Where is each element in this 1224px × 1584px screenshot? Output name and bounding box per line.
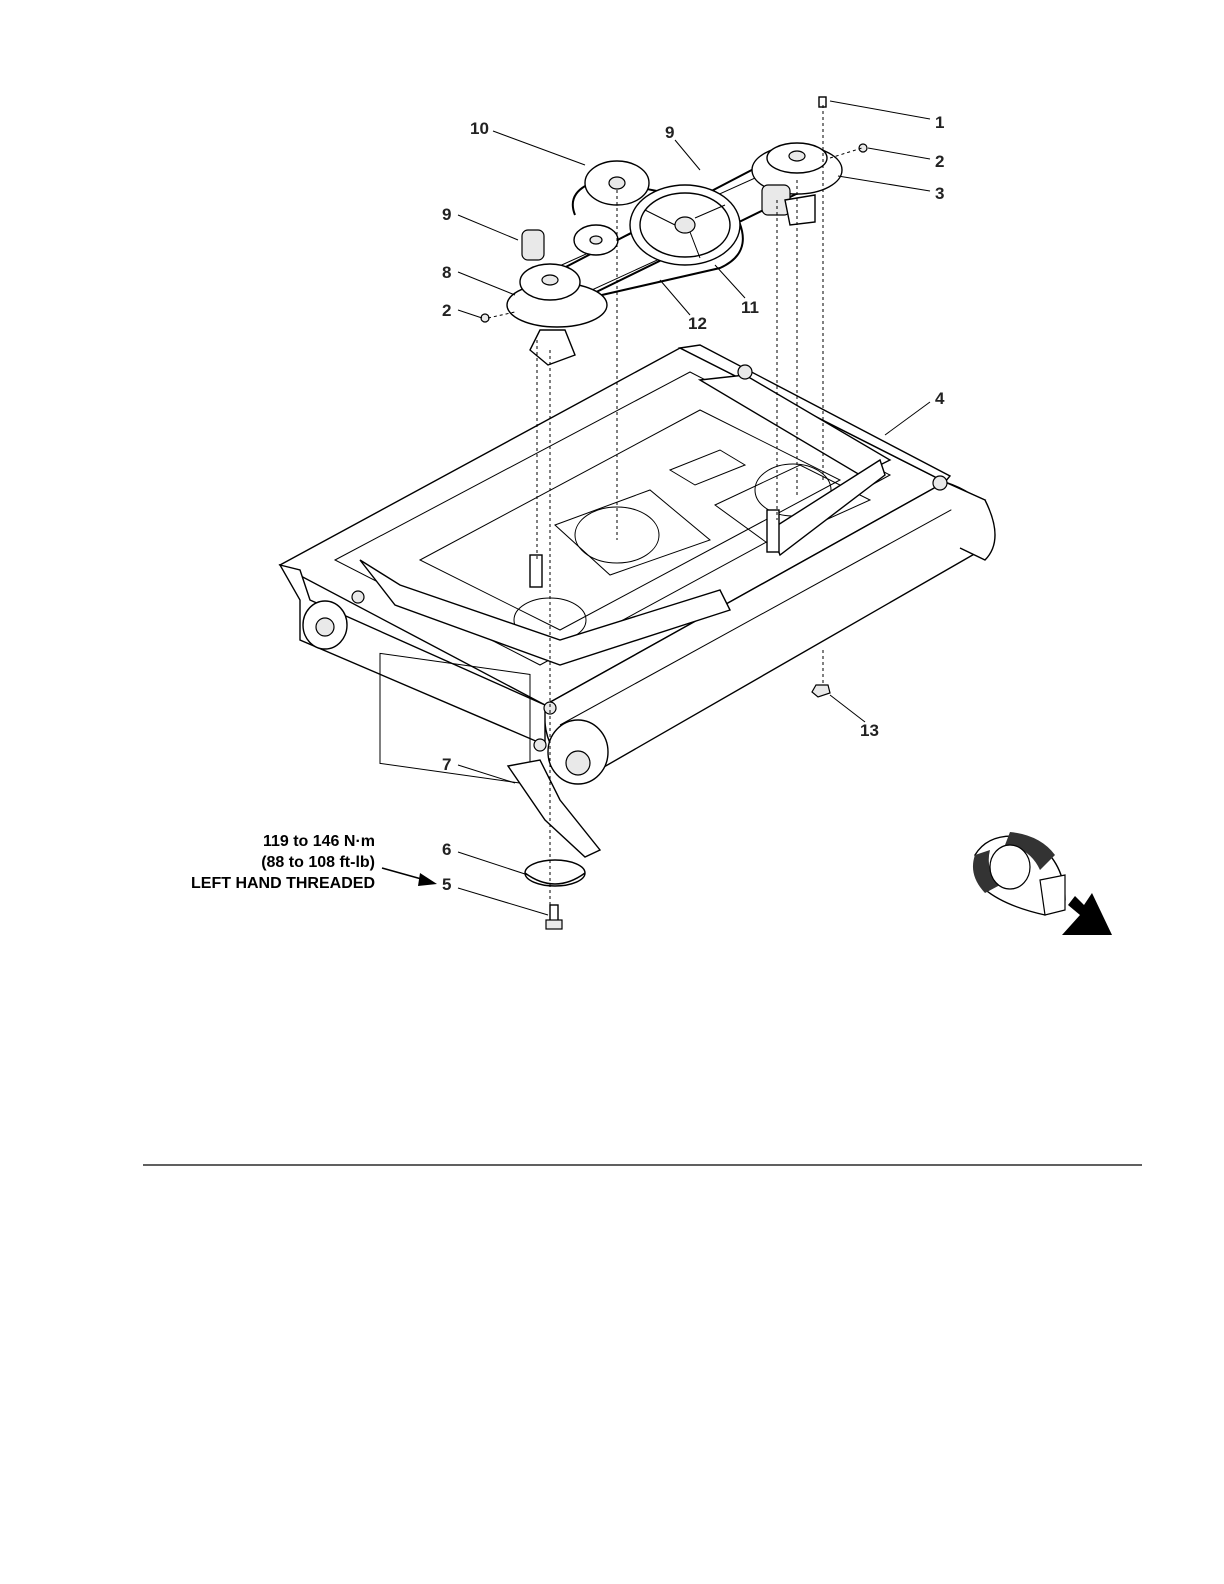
- callout-6: 6: [442, 840, 451, 859]
- mower-deck: [280, 345, 995, 784]
- callout-12: 12: [688, 314, 707, 333]
- thread-direction: LEFT HAND THREADED: [191, 875, 375, 892]
- callout-3: 3: [935, 184, 944, 203]
- spindle-nut: [812, 685, 830, 697]
- callout-9-left: 9: [442, 205, 451, 224]
- front-direction-icon: [973, 832, 1112, 935]
- callout-5: 5: [442, 875, 451, 894]
- callout-11: 11: [741, 298, 759, 317]
- torque-note: 119 to 146 N·m (88 to 108 ft-lb) LEFT HA…: [191, 833, 375, 892]
- callout-13: 13: [860, 721, 879, 740]
- belt-assembly: [507, 143, 842, 365]
- torque-imperial: (88 to 108 ft-lb): [261, 854, 375, 871]
- grease-fitting-left: [481, 314, 489, 322]
- callout-8: 8: [442, 263, 451, 282]
- callout-2-left: 2: [442, 301, 451, 320]
- callout-2-right: 2: [935, 152, 944, 171]
- callout-7: 7: [442, 755, 451, 774]
- callout-9-top: 9: [665, 123, 674, 142]
- callout-1: 1: [935, 113, 944, 132]
- grease-fitting-right: [859, 144, 867, 152]
- callout-10: 10: [470, 119, 489, 138]
- torque-metric: 119 to 146 N·m: [263, 833, 375, 850]
- callout-4: 4: [935, 389, 945, 408]
